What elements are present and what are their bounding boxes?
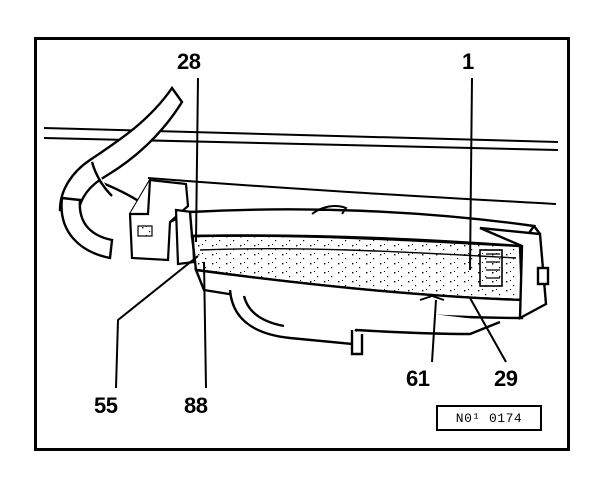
callout-1: 1 [462,49,474,74]
reference-number: N0¹ 0174 [455,410,523,426]
callout-61: 61 [406,366,430,391]
callout-29: 29 [494,366,518,391]
reference-number-box: N0¹ 0174 [436,405,542,431]
leader-lines [115,77,507,389]
control-unit-housing [188,205,550,321]
wiring-harness [58,85,184,260]
leader-29 [469,297,507,363]
mounting-bracket [128,178,196,266]
mounting-tray [228,289,501,356]
leader-61 [431,299,437,363]
leader-28 [195,77,199,243]
callout-55: 55 [94,393,118,418]
callout-88: 88 [184,393,208,418]
leader-55 [115,255,199,389]
leader-1 [469,77,473,271]
leader-88 [203,261,207,389]
callout-28: 28 [177,49,201,74]
